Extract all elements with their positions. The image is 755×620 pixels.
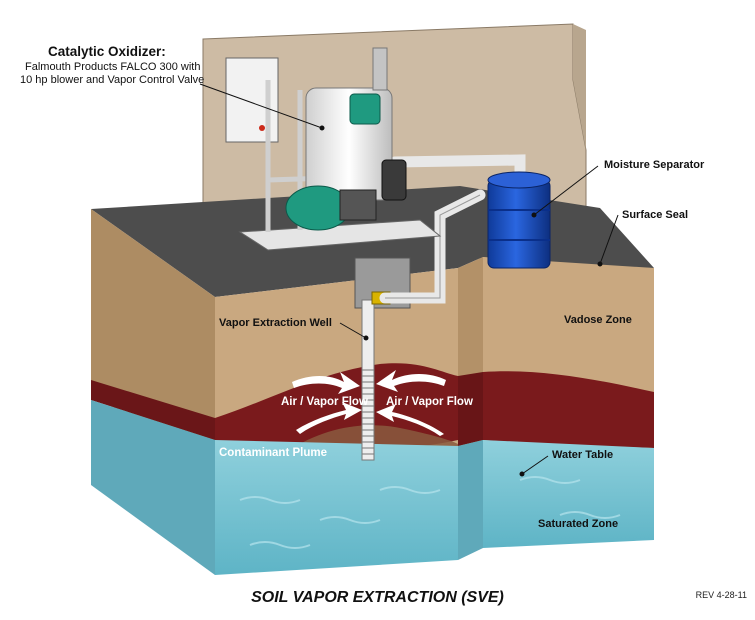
blower-motor	[339, 189, 377, 221]
leader-surface-seal	[599, 214, 619, 265]
leader-vapor-extraction-well-dot	[363, 335, 369, 341]
water-notch-side	[458, 440, 483, 560]
flow-arrow-bottom-right	[376, 404, 444, 436]
filter-canister	[381, 159, 407, 201]
flow-arrow-top-right	[376, 370, 446, 392]
plume-left-side	[91, 380, 215, 440]
exhaust-stack	[372, 47, 388, 91]
leader-catalytic-oxidizer	[199, 83, 323, 129]
revision-label: REV 4-28-11	[695, 590, 747, 600]
diagram-title: SOIL VAPOR EXTRACTION (SVE)	[251, 589, 504, 606]
vapor-control-valve	[349, 93, 381, 125]
leader-water-table-dot	[519, 471, 525, 477]
plume-notch	[458, 372, 483, 446]
catalytic-oxidizer-line1: Falmouth Products FALCO 300 with	[25, 61, 201, 73]
flow-arrows	[292, 370, 446, 436]
air-vapor-flow-left-label: Air / Vapor Flow	[281, 396, 368, 408]
pipe-outline	[385, 194, 481, 299]
flow-arrow-bottom-left	[296, 402, 362, 434]
leader-moisture-separator	[533, 165, 599, 216]
catalytic-oxidizer-title: Catalytic Oxidizer:	[48, 44, 166, 59]
leader-water-table	[521, 455, 549, 475]
leader-lines	[199, 83, 619, 477]
leader-catalytic-oxidizer-dot	[319, 125, 325, 131]
plume-right	[483, 371, 654, 448]
control-light	[259, 125, 265, 131]
surface-seal-label: Surface Seal	[622, 209, 689, 221]
water-right-front	[483, 440, 654, 548]
air-vapor-flow-right-label: Air / Vapor Flow	[386, 396, 473, 408]
well-screen	[362, 369, 374, 455]
water-front	[215, 440, 458, 575]
moisture-separator-label: Moisture Separator	[604, 159, 705, 171]
contaminant-plume-label: Contaminant Plume	[219, 447, 327, 459]
drum-ribs	[488, 209, 550, 241]
catalytic-oxidizer-line2: 10 hp blower and Vapor Control Valve	[20, 74, 205, 86]
leader-surface-seal-dot	[597, 261, 603, 267]
skid-base	[238, 219, 442, 251]
drum-lid	[487, 171, 551, 189]
vadose-zone-label: Vadose Zone	[564, 314, 632, 326]
wall-shadow-edge	[573, 24, 586, 150]
leader-moisture-separator-dot	[531, 212, 537, 218]
moisture-separator-drum	[487, 179, 551, 269]
saturated-zone-label: Saturated Zone	[538, 518, 619, 530]
leader-vapor-extraction-well	[339, 322, 367, 339]
flow-arrow-top-left	[292, 372, 360, 394]
vapor-extraction-well-label: Vapor Extraction Well	[219, 317, 332, 329]
water-left-side	[91, 400, 215, 575]
water-table-label: Water Table	[552, 449, 614, 461]
water-ripples	[239, 476, 621, 549]
